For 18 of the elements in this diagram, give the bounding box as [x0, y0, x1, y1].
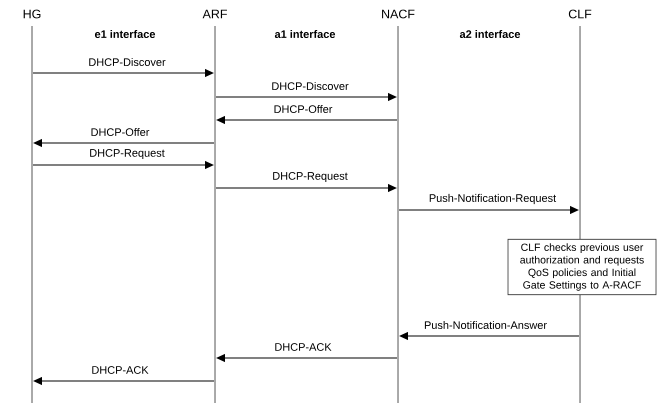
participant-label: NACF [382, 10, 414, 18]
message-label: Push-Notification-Answer [424, 320, 547, 330]
message-label: DHCP-Offer [274, 105, 332, 114]
participant-label: CLF [568, 10, 592, 18]
message-label: DHCP-Offer [91, 128, 150, 136]
message-label: Push-Notification-Request [430, 194, 556, 204]
message-label: DHCP-ACK [92, 366, 148, 374]
interface-label: e1 interface [94, 30, 156, 38]
message-label: DHCP-Request [90, 149, 165, 159]
message-label: DHCP-Discover [89, 58, 166, 66]
participant-label: HG [24, 10, 40, 18]
message-label: DHCP-ACK [275, 343, 332, 351]
interface-label: a1 interface [274, 30, 336, 38]
message-label: DHCP-Request [273, 172, 348, 182]
interface-label: a2 interface [460, 30, 520, 38]
message-label: DHCP-Discover [272, 82, 348, 90]
participant-label: ARF [202, 10, 227, 18]
note-box: CLF checks previous user authorization and requests QoS policies and Initial Gate Settings to A-RACF [508, 238, 656, 296]
